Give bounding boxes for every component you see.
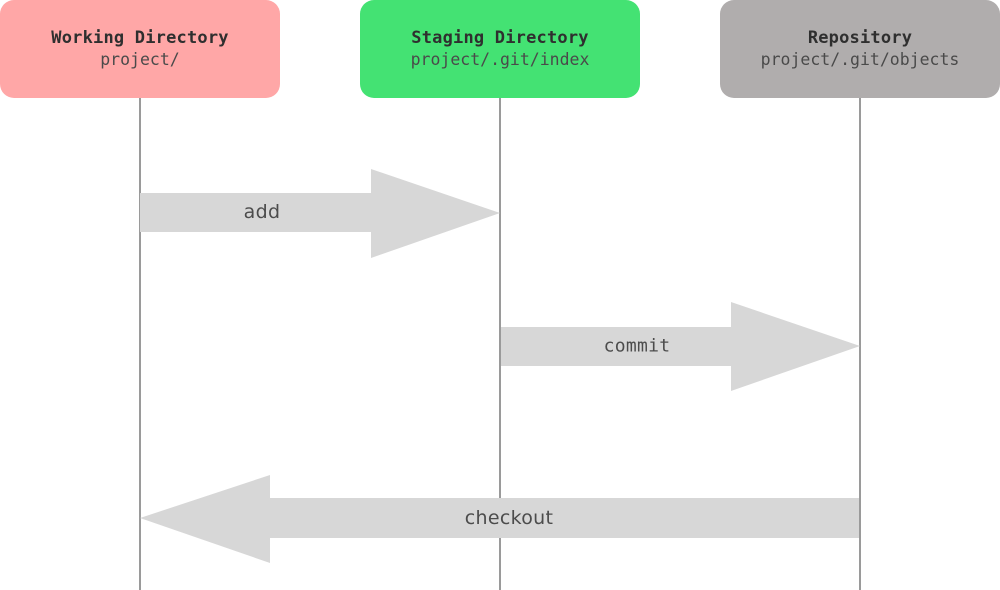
participant-subtitle: project/: [100, 49, 180, 69]
participant-subtitle: project/.git/index: [410, 49, 590, 69]
participant-working-directory[interactable]: Working Directory project/: [0, 0, 280, 98]
arrow-label-add: add: [243, 201, 281, 223]
arrow-commit: [501, 302, 860, 391]
arrow-checkout: [140, 475, 859, 563]
participant-repository[interactable]: Repository project/.git/objects: [720, 0, 1000, 98]
arrow-add: [140, 169, 500, 258]
arrow-label-checkout: checkout: [464, 507, 554, 529]
participant-subtitle: project/.git/objects: [760, 49, 960, 69]
participant-title: Repository: [807, 28, 913, 49]
participant-staging-directory[interactable]: Staging Directory project/.git/index: [360, 0, 640, 98]
participant-title: Staging Directory: [411, 28, 589, 49]
arrow-label-commit: commit: [603, 335, 671, 357]
participant-title: Working Directory: [51, 28, 229, 49]
